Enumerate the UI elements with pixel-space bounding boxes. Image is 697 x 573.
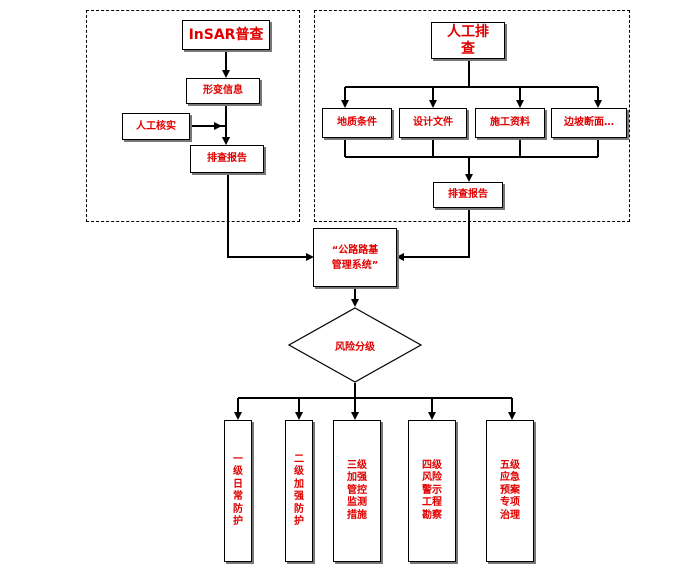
right-survey-report-node: 排查报告	[433, 182, 503, 208]
right-group-frame	[314, 10, 630, 222]
risk-level-text: 一级日常防护	[233, 453, 243, 528]
risk-level-text: 五级应急预案专项治理	[500, 459, 520, 521]
arrow-left-report-to-system	[227, 173, 314, 261]
arrow-right-report-to-system	[396, 208, 470, 261]
risk-level-2: 二级加强防护	[285, 420, 313, 562]
slope-section-node: 边坡断面…	[551, 108, 627, 138]
manual-verification-node: 人工核实	[122, 113, 190, 140]
manual-survey-node: 人工排 查	[431, 22, 505, 59]
left-group-frame	[86, 10, 300, 222]
risk-diamond	[287, 307, 423, 383]
insar-survey-node: InSAR普查	[182, 20, 270, 50]
geology-node: 地质条件	[322, 108, 392, 138]
construction-data-node: 施工资料	[475, 108, 545, 138]
risk-level-text: 二级加强防护	[294, 453, 304, 528]
design-doc-node: 设计文件	[399, 108, 467, 138]
risk-level-text: 四级风险警示工程勘察	[422, 459, 442, 521]
risk-level-text: 三级加强管控监测措施	[347, 459, 367, 521]
risk-level-3: 三级加强管控监测措施	[333, 420, 381, 562]
risk-level-4: 四级风险警示工程勘察	[408, 420, 456, 562]
risk-level-1: 一级日常防护	[224, 420, 252, 562]
road-subgrade-system-node: “公路路基 管理系统”	[313, 228, 397, 287]
risk-classification-label: 风险分级	[335, 341, 375, 353]
risk-level-5: 五级应急预案专项治理	[486, 420, 534, 562]
deformation-info-node: 形变信息	[186, 78, 260, 104]
left-survey-report-node: 排查报告	[190, 145, 264, 173]
